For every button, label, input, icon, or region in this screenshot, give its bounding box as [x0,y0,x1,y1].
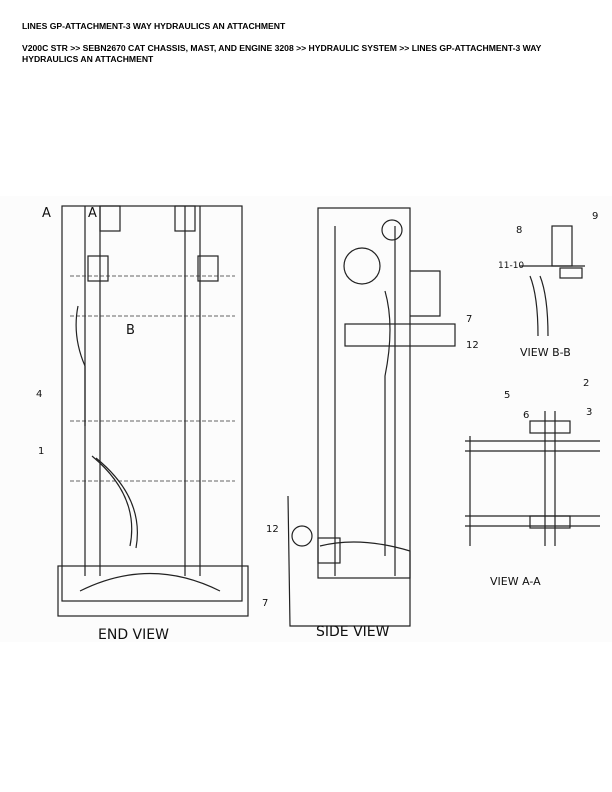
label-a-right: A [88,206,97,221]
callout-5: 5 [504,390,510,401]
side-view-caption: SIDE VIEW [316,624,390,640]
callout-7-top: 7 [466,314,472,325]
callout-3: 3 [586,407,592,418]
callout-12-top: 12 [466,340,479,351]
end-view-caption: END VIEW [98,627,169,642]
parts-diagram: A A B 4 1 END VIEW 7 12 12 7 SIDE VIEW 8… [0,196,612,643]
callout-2: 2 [583,378,589,389]
callout-7-bottom: 7 [262,598,268,609]
view-aa-drawing [465,411,600,546]
callout-1: 1 [38,446,44,457]
callout-6: 6 [523,410,529,421]
callout-8: 8 [516,225,522,236]
label-b: B [126,323,135,338]
breadcrumb: V200C STR >> SEBN2670 CAT CHASSIS, MAST,… [22,43,542,64]
callout-12-bottom: 12 [266,524,279,535]
side-view-drawing [287,207,456,627]
callout-9: 9 [592,211,598,222]
view-bb-drawing [520,225,585,337]
end-view-drawing [57,205,249,617]
label-a-left: A [42,206,51,221]
view-aa-caption: VIEW A-A [490,575,541,588]
callout-4: 4 [36,389,42,400]
page-title: LINES GP-ATTACHMENT-3 WAY HYDRAULICS AN … [22,21,286,31]
view-bb-caption: VIEW B-B [520,346,571,359]
callout-11-10: 11-10 [498,261,524,271]
